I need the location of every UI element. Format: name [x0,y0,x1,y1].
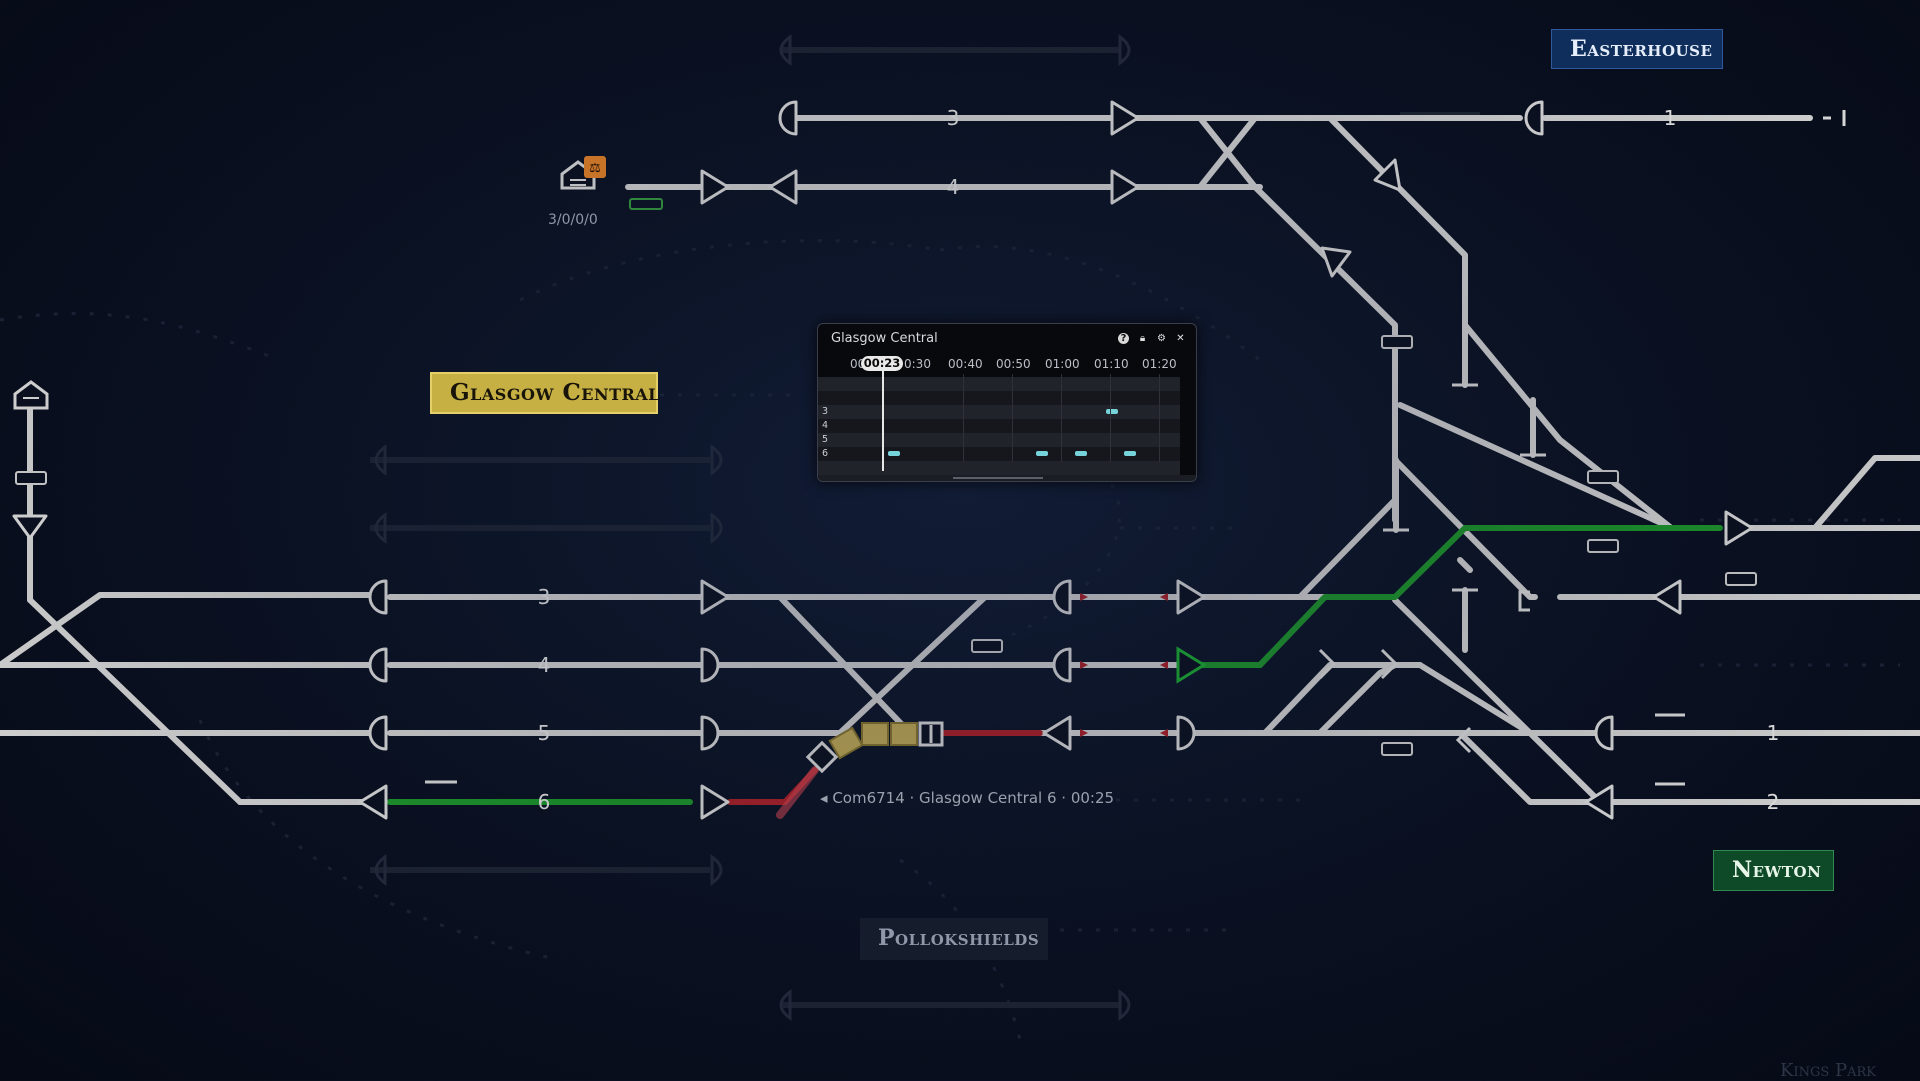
timetable-row[interactable]: 3 [818,405,1180,419]
timetable-row[interactable]: 5 [818,433,1180,447]
timetable-header[interactable]: Glasgow Central ? 🔒︎ ⚙ ✕ [818,324,1196,348]
gear-icon[interactable]: ⚙ [1157,332,1166,344]
train-label: Com6714 · Glasgow Central 6 · 00:25 [832,789,1115,807]
signal-green[interactable] [1176,646,1207,684]
station-newton[interactable]: Newton [1713,850,1834,891]
depot-icon-left[interactable] [13,380,49,410]
close-icon[interactable]: ✕ [1176,332,1185,344]
timetable-row[interactable]: 6 [818,447,1180,461]
depot-counter: 3/0/0/0 [548,212,598,228]
signal-top3-west [778,100,798,136]
timetable-row[interactable] [818,391,1180,405]
timetable-row[interactable] [818,461,1180,475]
tick-label: 0:30 [904,357,931,371]
platform-main-4: 4 [538,653,551,677]
timetable-row[interactable] [818,377,1180,391]
chevron-left-icon: ◂ [820,789,833,807]
row-label: 4 [822,420,829,431]
tick-label: 01:00 [1045,357,1080,371]
svg-text:⚖: ⚖ [589,161,601,176]
scroll-thumb[interactable] [953,477,1043,479]
timetable-row[interactable]: 4 [818,419,1180,433]
timetable-block[interactable] [1106,409,1118,414]
track-markers [1318,110,1846,754]
depot-icon[interactable]: ⚖ [560,156,663,210]
platform-right-2: 2 [1767,790,1780,814]
platform-top-3: 3 [947,106,960,130]
platform-top-right-1: 1 [1664,106,1677,130]
station-kings-park[interactable]: Kings Park [1780,1060,1876,1081]
signal-top4-east [1110,169,1140,205]
station-glasgow-central[interactable]: Glasgow Central [430,372,659,414]
timetable-rows[interactable]: 3 4 5 6 [818,377,1180,475]
timetable-block[interactable] [1036,451,1048,456]
platform-main-6: 6 [538,790,551,814]
timetable-title: Glasgow Central [831,330,938,346]
platform-top-4: 4 [947,175,960,199]
timetable-block[interactable] [888,451,900,456]
tick-label: 01:10 [1094,357,1129,371]
train-info-label[interactable]: ◂ Com6714 · Glasgow Central 6 · 00:25 [820,789,1114,807]
tick-label: 00:40 [948,357,983,371]
ghost-tracks [370,47,1480,1008]
tick-label: 01:20 [1142,357,1177,371]
row-label: 5 [822,434,829,445]
station-easterhouse[interactable]: Easterhouse [1551,29,1723,69]
timeline-ticks: 00 0:30 00:40 00:50 01:00 01:10 01:20 [850,357,1186,371]
platform-main-3: 3 [538,585,551,609]
lock-icon[interactable]: 🔒︎ [1139,332,1146,344]
platform-main-5: 5 [538,721,551,745]
station-pollokshields[interactable]: Pollokshields [860,918,1048,960]
signal-top3-east [1110,100,1140,136]
timetable-panel[interactable]: Glasgow Central ? 🔒︎ ⚙ ✕ 00 0:30 00:40 0… [817,323,1197,482]
row-label: 3 [822,406,829,417]
train-trail [776,766,819,819]
signal-top4-west [768,169,798,205]
timetable-block[interactable] [1124,451,1136,456]
current-time-pill: 00:23 [861,356,903,371]
timetable-scrollbar[interactable] [818,475,1196,481]
timetable-block[interactable] [1075,451,1087,456]
row-label: 6 [822,448,829,459]
signal-top4-out [700,169,730,205]
signal-top1-west [1524,100,1544,136]
tick-label: 00:50 [996,357,1031,371]
signal-diag-2 [1320,246,1352,278]
platform-right-1: 1 [1767,721,1780,745]
current-time-line [882,368,884,471]
help-icon[interactable]: ? [1118,332,1129,344]
